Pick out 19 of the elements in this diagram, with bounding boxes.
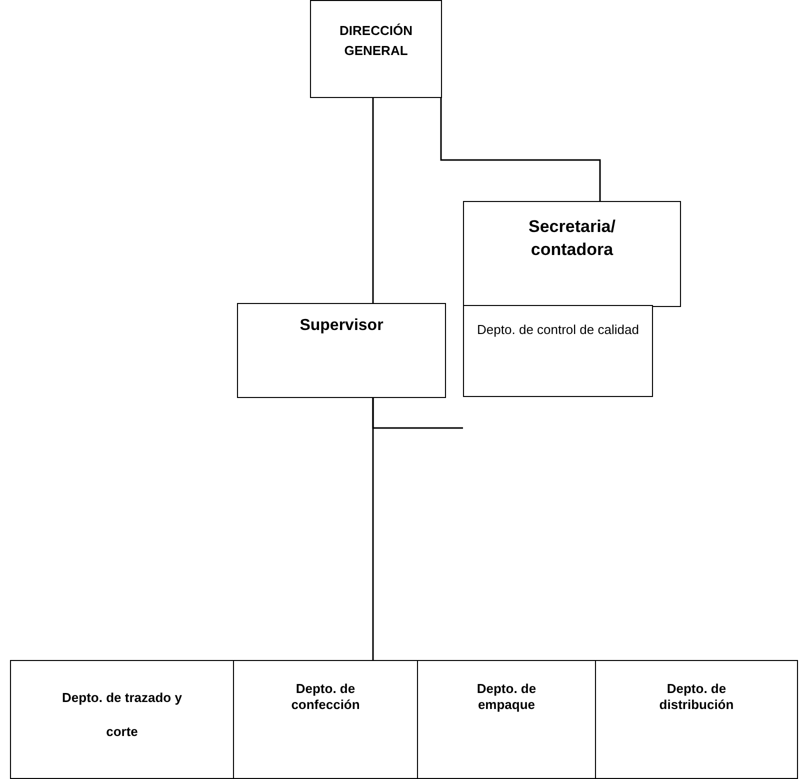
connector-line — [372, 398, 374, 660]
box-label: Depto. de control de calidad — [477, 321, 639, 339]
box-label: Depto. de empaque — [476, 681, 538, 714]
org-box — [237, 303, 446, 398]
box-label: Depto. de trazado y corte — [61, 689, 183, 742]
org-box — [310, 0, 442, 98]
org-box — [417, 660, 596, 779]
box-label: Depto. de distribución — [658, 681, 735, 714]
org-box — [463, 305, 653, 397]
box-label: Supervisor — [300, 316, 384, 336]
box-label: Depto. de confección — [290, 681, 361, 714]
connector-line — [440, 98, 601, 201]
org-box — [10, 660, 234, 779]
org-box — [463, 201, 681, 307]
org-box — [233, 660, 418, 779]
org-box — [595, 660, 798, 779]
connector-line — [372, 98, 374, 303]
box-label: Secretaria/ contadora — [528, 216, 616, 261]
box-label: DIRECCIÓN GENERAL — [338, 22, 414, 60]
